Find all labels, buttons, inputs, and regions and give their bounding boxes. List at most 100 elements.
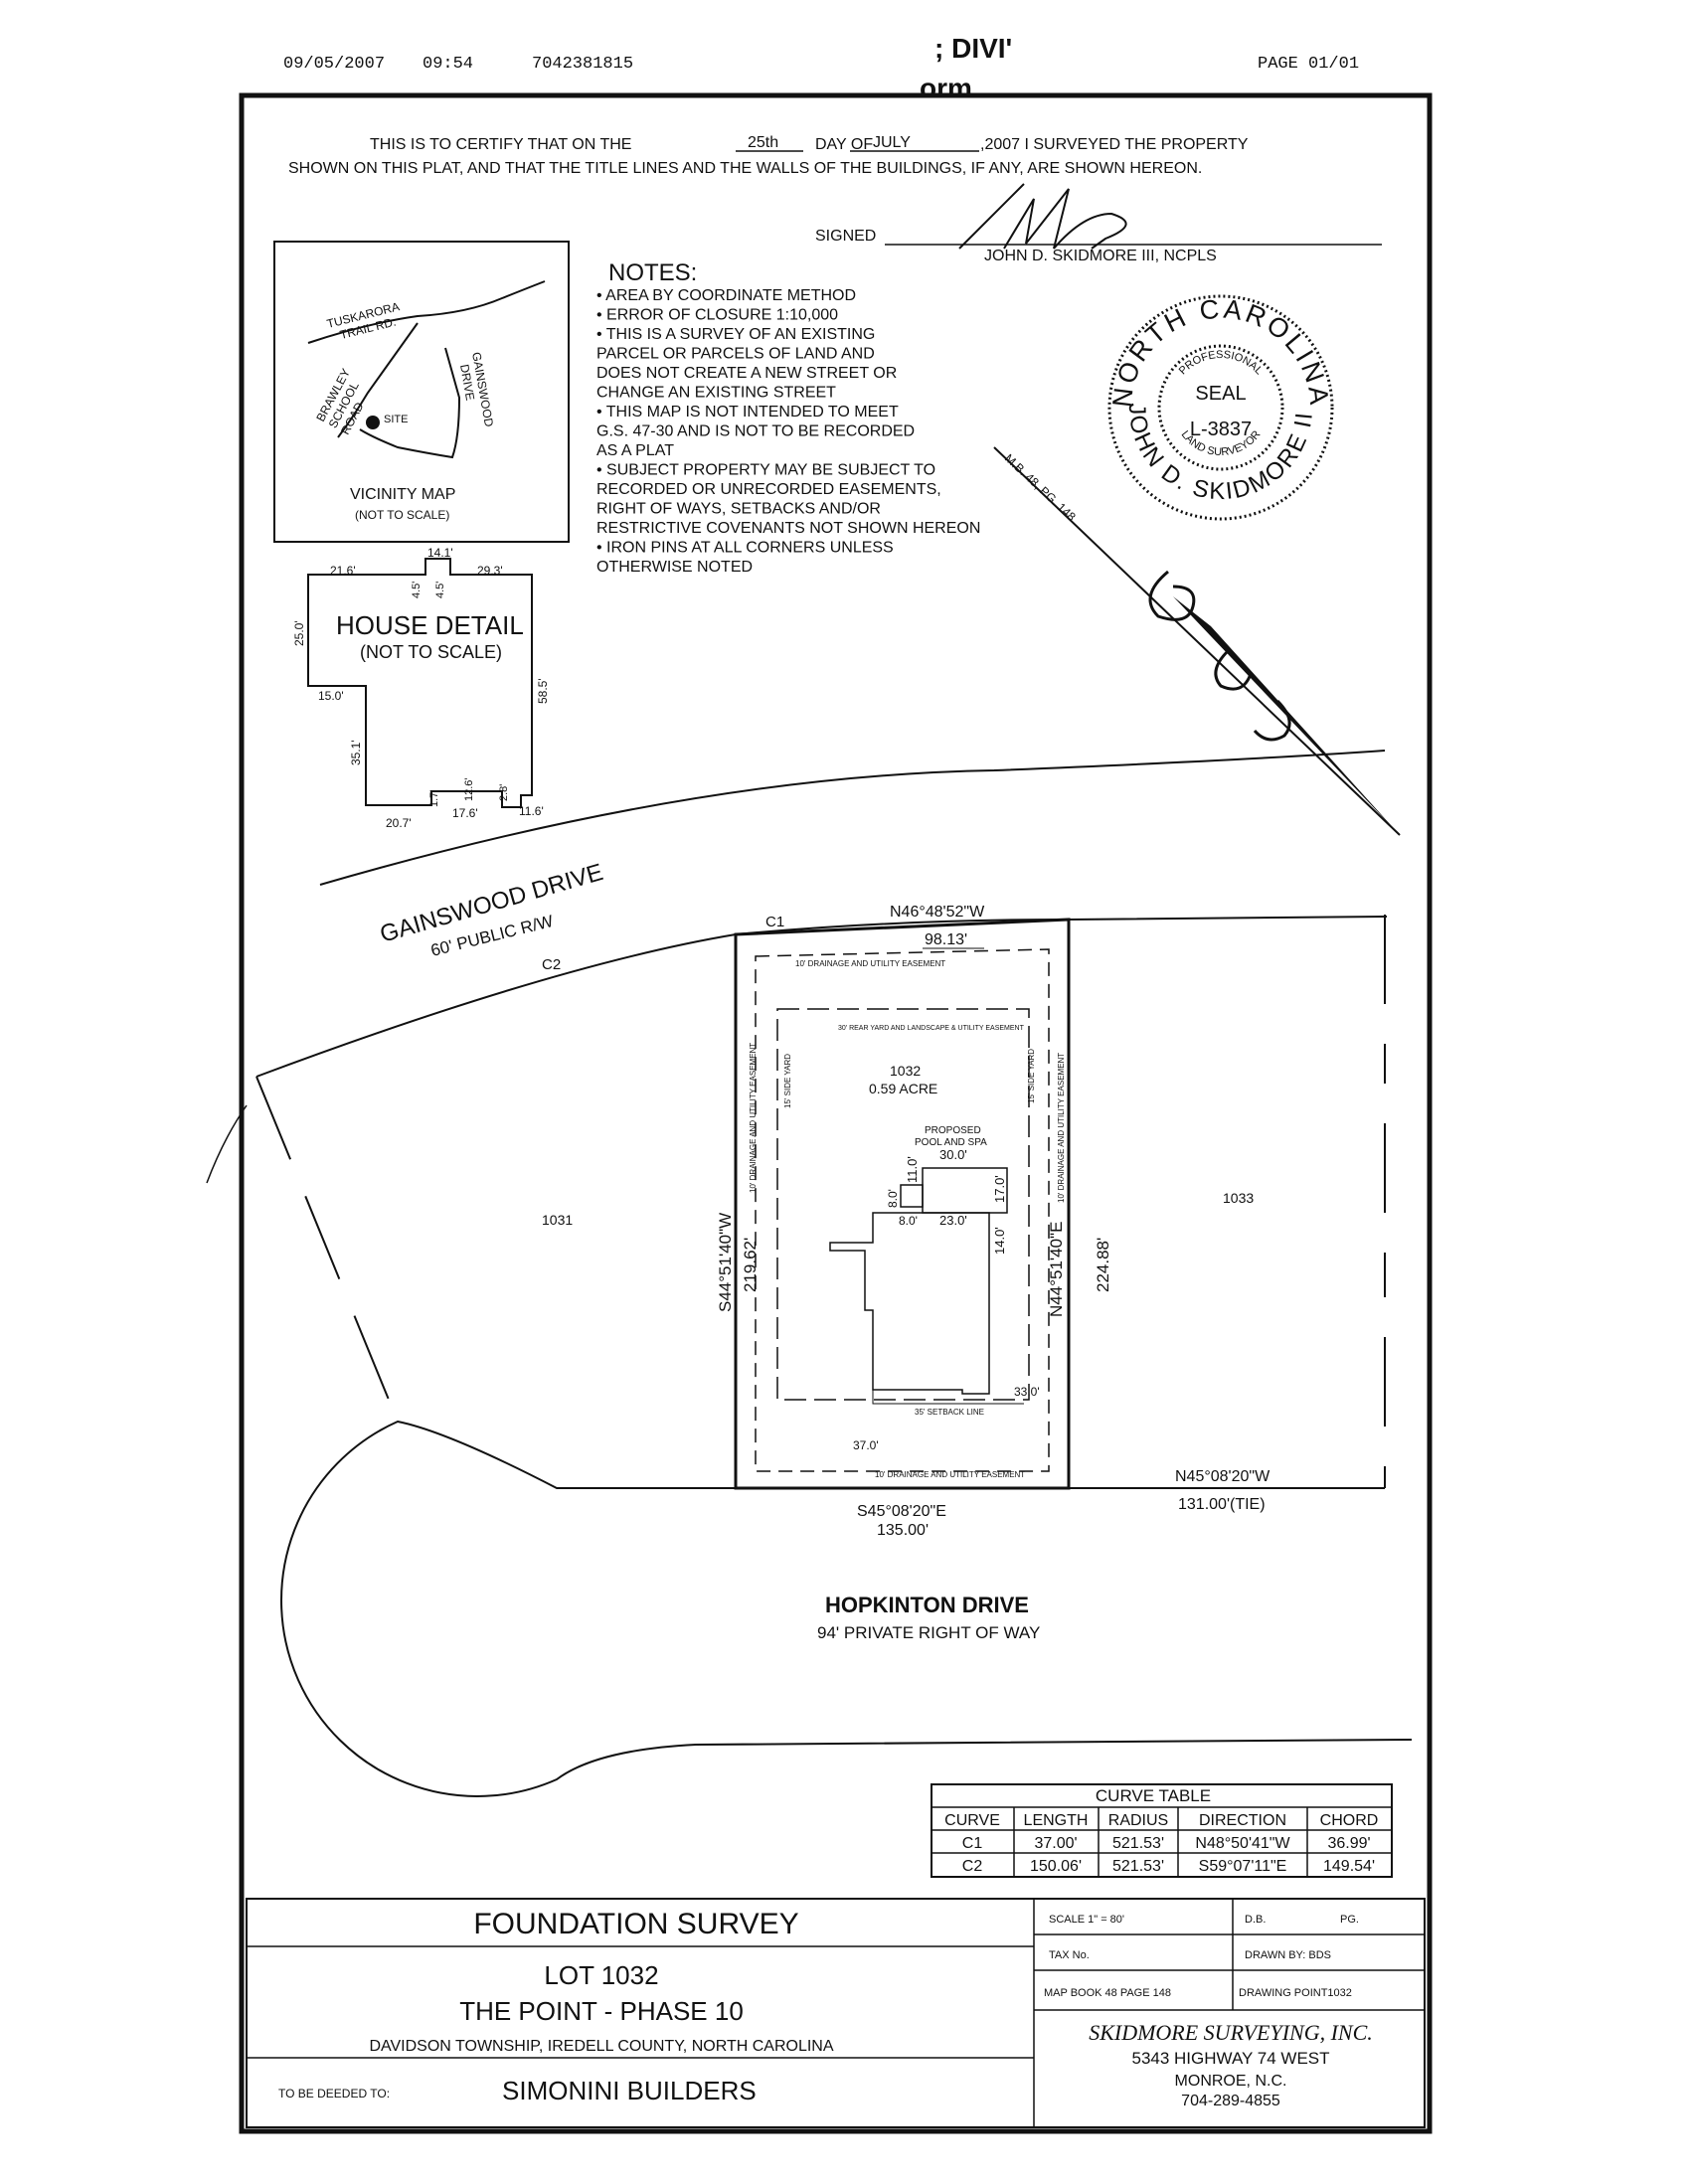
- house-detail-subtitle: (NOT TO SCALE): [360, 642, 502, 662]
- left-bearing: S44°51'40"W: [716, 1213, 735, 1312]
- note-line: • THIS IS A SURVEY OF AN EXISTING: [596, 326, 875, 343]
- curve-table-cell: S59°07'11"E: [1199, 1858, 1287, 1875]
- vicinity-title: VICINITY MAP: [350, 486, 455, 503]
- gainswood-row-south: [255, 916, 1388, 1078]
- tb-scale: SCALE 1" = 80': [1049, 1914, 1124, 1926]
- notes-block: NOTES: • AREA BY COORDINATE METHOD• ERRO…: [596, 259, 980, 576]
- hopkinton-rw: 94' PRIVATE RIGHT OF WAY: [817, 1623, 1040, 1642]
- seal-license: L-3837: [1190, 419, 1252, 440]
- tb-pg: PG.: [1340, 1914, 1359, 1926]
- note-line: RECORDED OR UNRECORDED EASEMENTS,: [596, 481, 941, 498]
- rear-left-bearing: S45°08'20"E: [857, 1503, 946, 1520]
- tb-company: SKIDMORE SURVEYING, INC.: [1089, 2020, 1373, 2045]
- side-yard-left: 15' SIDE YARD: [783, 1054, 792, 1108]
- note-line: • SUBJECT PROPERTY MAY BE SUBJECT TO: [596, 462, 935, 479]
- pool-to-house: 14.0': [992, 1227, 1007, 1255]
- tb-drawn-by: DRAWN BY: BDS: [1245, 1949, 1331, 1961]
- gainswood-row-north: [319, 750, 1386, 886]
- plat-drawing: GAINSWOOD DRIVE 60' PUBLIC R/W C1 C2 10'…: [206, 750, 1413, 1797]
- house-outline: [307, 558, 533, 808]
- fax-header: 09/05/2007 09:54 7042381815 ; DIVI' orm …: [283, 33, 1359, 103]
- tb-phone: 704-289-4855: [1181, 2093, 1280, 2109]
- cert-line1-b: DAY OF: [815, 136, 873, 153]
- tb-address1: 5343 HIGHWAY 74 WEST: [1131, 2049, 1329, 2068]
- hd-bottom-step-v: 1.7': [428, 790, 440, 807]
- rear-yard-note: 30' REAR YARD AND LANDSCAPE & UTILITY EA…: [838, 1025, 1025, 1032]
- note-line: PARCEL OR PARCELS OF LAND AND: [596, 346, 875, 363]
- lot-1031-side: [255, 1076, 399, 1423]
- fax-page: PAGE 01/01: [1258, 55, 1359, 74]
- pool-label2: POOL AND SPA: [915, 1137, 987, 1148]
- north-arrow-ref: M.B. 48, PG. 148: [1002, 451, 1079, 524]
- hopkinton-label: HOPKINTON DRIVE: [825, 1593, 1029, 1617]
- tb-address2: MONROE, N.C.: [1175, 2073, 1287, 2090]
- fax-time: 09:54: [423, 55, 473, 74]
- tb-lot: LOT 1032: [544, 1960, 658, 1990]
- seal-center-word: SEAL: [1195, 383, 1246, 405]
- hd-right-top: 29.3': [477, 564, 503, 578]
- tb-drawing: DRAWING POINT1032: [1239, 1987, 1352, 1999]
- note-line: G.S. 47-30 AND IS NOT TO BE RECORDED: [596, 423, 915, 440]
- vicinity-subtitle: (NOT TO SCALE): [355, 508, 449, 522]
- curve-c1-label: C1: [765, 914, 784, 930]
- tb-map-book: MAP BOOK 48 PAGE 148: [1044, 1987, 1171, 1999]
- hd-bottom-left: 20.7': [386, 816, 412, 830]
- cert-line2: SHOWN ON THIS PLAT, AND THAT THE TITLE L…: [288, 160, 1202, 177]
- hd-top: 14.1': [427, 546, 453, 560]
- hd-bottom-step-v2: 2.8': [498, 784, 510, 801]
- lot-1033: 1033: [1223, 1190, 1254, 1206]
- hd-left-upper: 25.0': [292, 620, 306, 646]
- fax-date: 09/05/2007: [283, 55, 385, 74]
- vicinity-road3b: DRIVE: [457, 363, 477, 402]
- house-footprint: [829, 1212, 990, 1395]
- lot-1032-boundary: [734, 918, 1071, 1490]
- side-yard-right: 15' SIDE YARD: [1027, 1049, 1036, 1103]
- note-line: OTHERWISE NOTED: [596, 559, 753, 576]
- note-line: RESTRICTIVE COVENANTS NOT SHOWN HEREON: [596, 520, 980, 537]
- tb-deeded-to: SIMONINI BUILDERS: [502, 2076, 757, 2105]
- signed-label: SIGNED: [815, 228, 876, 245]
- pool-length: 23.0': [939, 1213, 967, 1228]
- vicinity-site: SITE: [384, 414, 408, 425]
- curve-table-header: RADIUS: [1108, 1812, 1168, 1829]
- setback-right: 33.0': [1014, 1385, 1040, 1399]
- curve-table-cell: 521.53': [1112, 1835, 1164, 1852]
- cert-day: 25th: [748, 134, 778, 151]
- fax-phone: 7042381815: [532, 55, 633, 74]
- hd-bottom-mid: 17.6': [452, 806, 478, 820]
- site-marker-icon: [366, 416, 380, 429]
- curve-table-header: CHORD: [1320, 1812, 1379, 1829]
- curve-table-title: CURVE TABLE: [1096, 1786, 1211, 1805]
- note-line: CHANGE AN EXISTING STREET: [596, 385, 836, 402]
- curve-table-cell: N48°50'41"W: [1195, 1835, 1290, 1852]
- cert-month: JULY: [873, 134, 911, 151]
- hd-notch-right: 4.5': [434, 582, 446, 598]
- left-distance: 219.62': [741, 1238, 760, 1292]
- house-detail: HOUSE DETAIL (NOT TO SCALE) 14.1' 21.6' …: [292, 546, 550, 830]
- pool-depth: 17.0': [992, 1175, 1007, 1203]
- tb-subdivision: THE POINT - PHASE 10: [459, 1996, 744, 2026]
- cert-line1-c: ,2007 I SURVEYED THE PROPERTY: [980, 136, 1249, 153]
- note-line: DOES NOT CREATE A NEW STREET OR: [596, 365, 897, 382]
- note-line: • THIS MAP IS NOT INTENDED TO MEET: [596, 404, 899, 420]
- hopkinton-row: [280, 1420, 1413, 1797]
- hd-notch-left: 4.5': [411, 582, 423, 598]
- svg-text:PROFESSIONAL: PROFESSIONAL: [1177, 349, 1266, 377]
- hd-bottom-right: 11.6': [519, 804, 544, 818]
- vicinity-map: TUSKARORA TRAIL RD. BRAWLEY SCHOOL ROAD …: [273, 241, 570, 543]
- curve-table-cell: 149.54': [1323, 1858, 1375, 1875]
- notes-lines: • AREA BY COORDINATE METHOD• ERROR OF CL…: [596, 287, 980, 576]
- curve-table-cell: 150.06': [1030, 1858, 1082, 1875]
- note-line: • IRON PINS AT ALL CORNERS UNLESS: [596, 540, 894, 557]
- curve-table-cell: 37.00': [1034, 1835, 1077, 1852]
- note-line: • ERROR OF CLOSURE 1:10,000: [596, 307, 838, 324]
- setback-left: 37.0': [853, 1438, 879, 1452]
- pool-offset: 11.0': [905, 1156, 920, 1183]
- hd-bottom-right-step: 12.6': [463, 777, 475, 801]
- hd-left-top: 21.6': [330, 564, 356, 578]
- easement-left: 10' DRAINAGE AND UTILITY EASEMENT: [749, 1043, 758, 1193]
- front-distance: 98.13': [925, 931, 967, 948]
- tb-tax: TAX No.: [1049, 1949, 1090, 1961]
